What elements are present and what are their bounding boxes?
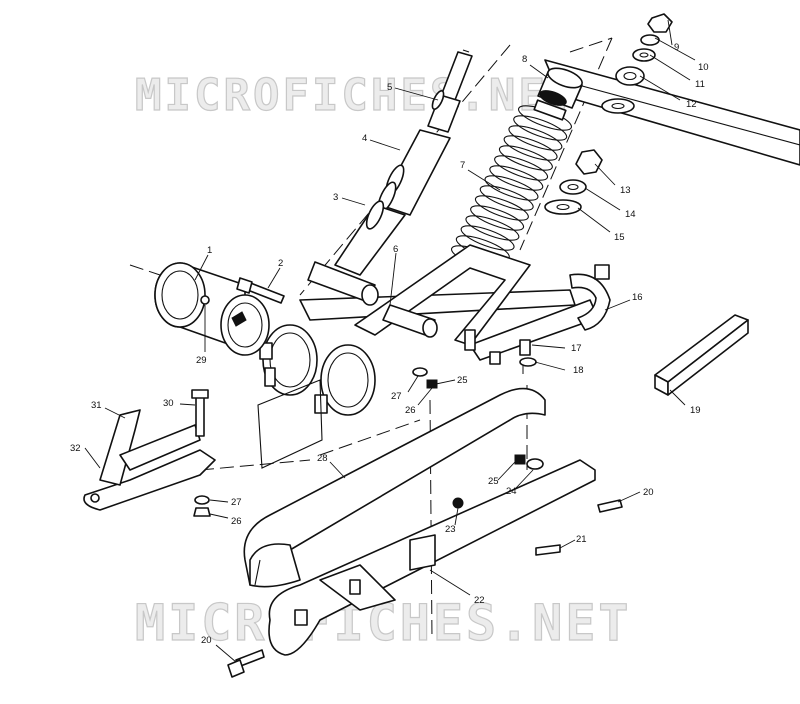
long-bolt	[236, 277, 285, 304]
callout-27-lower: 27	[231, 497, 242, 508]
callout-10: 10	[698, 62, 709, 73]
callout-27-upper: 27	[391, 391, 402, 402]
mounting-bracket	[83, 409, 216, 511]
callout-23: 23	[445, 524, 456, 535]
callout-18: 18	[573, 365, 584, 376]
hardware-stack	[544, 13, 673, 215]
bushings	[154, 262, 270, 356]
callout-11: 11	[695, 79, 705, 90]
callout-7: 7	[460, 160, 465, 171]
spring-coil	[470, 205, 525, 231]
callout-30: 30	[163, 398, 174, 409]
callout-5: 5	[387, 82, 392, 93]
cover-plate	[257, 379, 323, 469]
callout-19: 19	[690, 405, 701, 416]
callout-28: 28	[317, 453, 328, 464]
upper-frame	[299, 244, 611, 361]
callout-31: 31	[91, 400, 102, 411]
callout-26-upper: 26	[405, 405, 416, 416]
frame-rail	[544, 59, 800, 166]
callout-labels: 9 10 11 12 8 5 4 7 13 14 15 3 6 1 2 16 1…	[70, 42, 709, 646]
leader-lines	[84, 19, 696, 663]
pivot-tubes	[259, 324, 501, 416]
shock-absorber	[334, 49, 473, 276]
callout-25-upper: 25	[457, 375, 468, 386]
swing-arm-upper	[243, 387, 546, 588]
spring-coil	[484, 175, 539, 201]
callout-3: 3	[333, 192, 338, 203]
watermark-top: MICROFICHES.NET	[135, 70, 577, 121]
callout-26-lower: 26	[231, 516, 242, 527]
spring-coil	[503, 135, 558, 161]
callout-24: 24	[506, 486, 517, 497]
callout-20-right: 20	[643, 487, 654, 498]
callout-22: 22	[474, 595, 485, 606]
spring-coil	[479, 185, 534, 211]
callout-16: 16	[632, 292, 643, 303]
callout-13: 13	[620, 185, 631, 196]
small-hardware	[191, 339, 623, 678]
callout-29: 29	[196, 355, 207, 366]
callout-20-bottom: 20	[201, 635, 212, 646]
square-tube	[654, 314, 749, 396]
callout-25-lower: 25	[488, 476, 499, 487]
callout-1: 1	[207, 245, 212, 256]
callout-4: 4	[362, 133, 367, 144]
callout-8: 8	[522, 54, 527, 65]
shock-top-eye	[533, 67, 583, 121]
spring-coil	[474, 195, 529, 221]
spring-coil	[494, 155, 549, 181]
callout-21: 21	[576, 534, 587, 545]
callout-15: 15	[614, 232, 625, 243]
callout-2: 2	[278, 258, 283, 269]
callout-32: 32	[70, 443, 81, 454]
callout-17: 17	[571, 343, 582, 354]
callout-14: 14	[625, 209, 636, 220]
spring-coil	[460, 225, 515, 251]
callout-9: 9	[674, 42, 679, 53]
callout-6: 6	[393, 244, 398, 255]
spring-coil	[508, 125, 563, 151]
spring-coil	[498, 145, 553, 171]
swing-arm-lower	[268, 459, 596, 656]
spring-coil	[465, 215, 520, 241]
callout-12: 12	[686, 99, 697, 110]
spring-coil	[489, 165, 544, 191]
spring-coil	[513, 115, 568, 141]
